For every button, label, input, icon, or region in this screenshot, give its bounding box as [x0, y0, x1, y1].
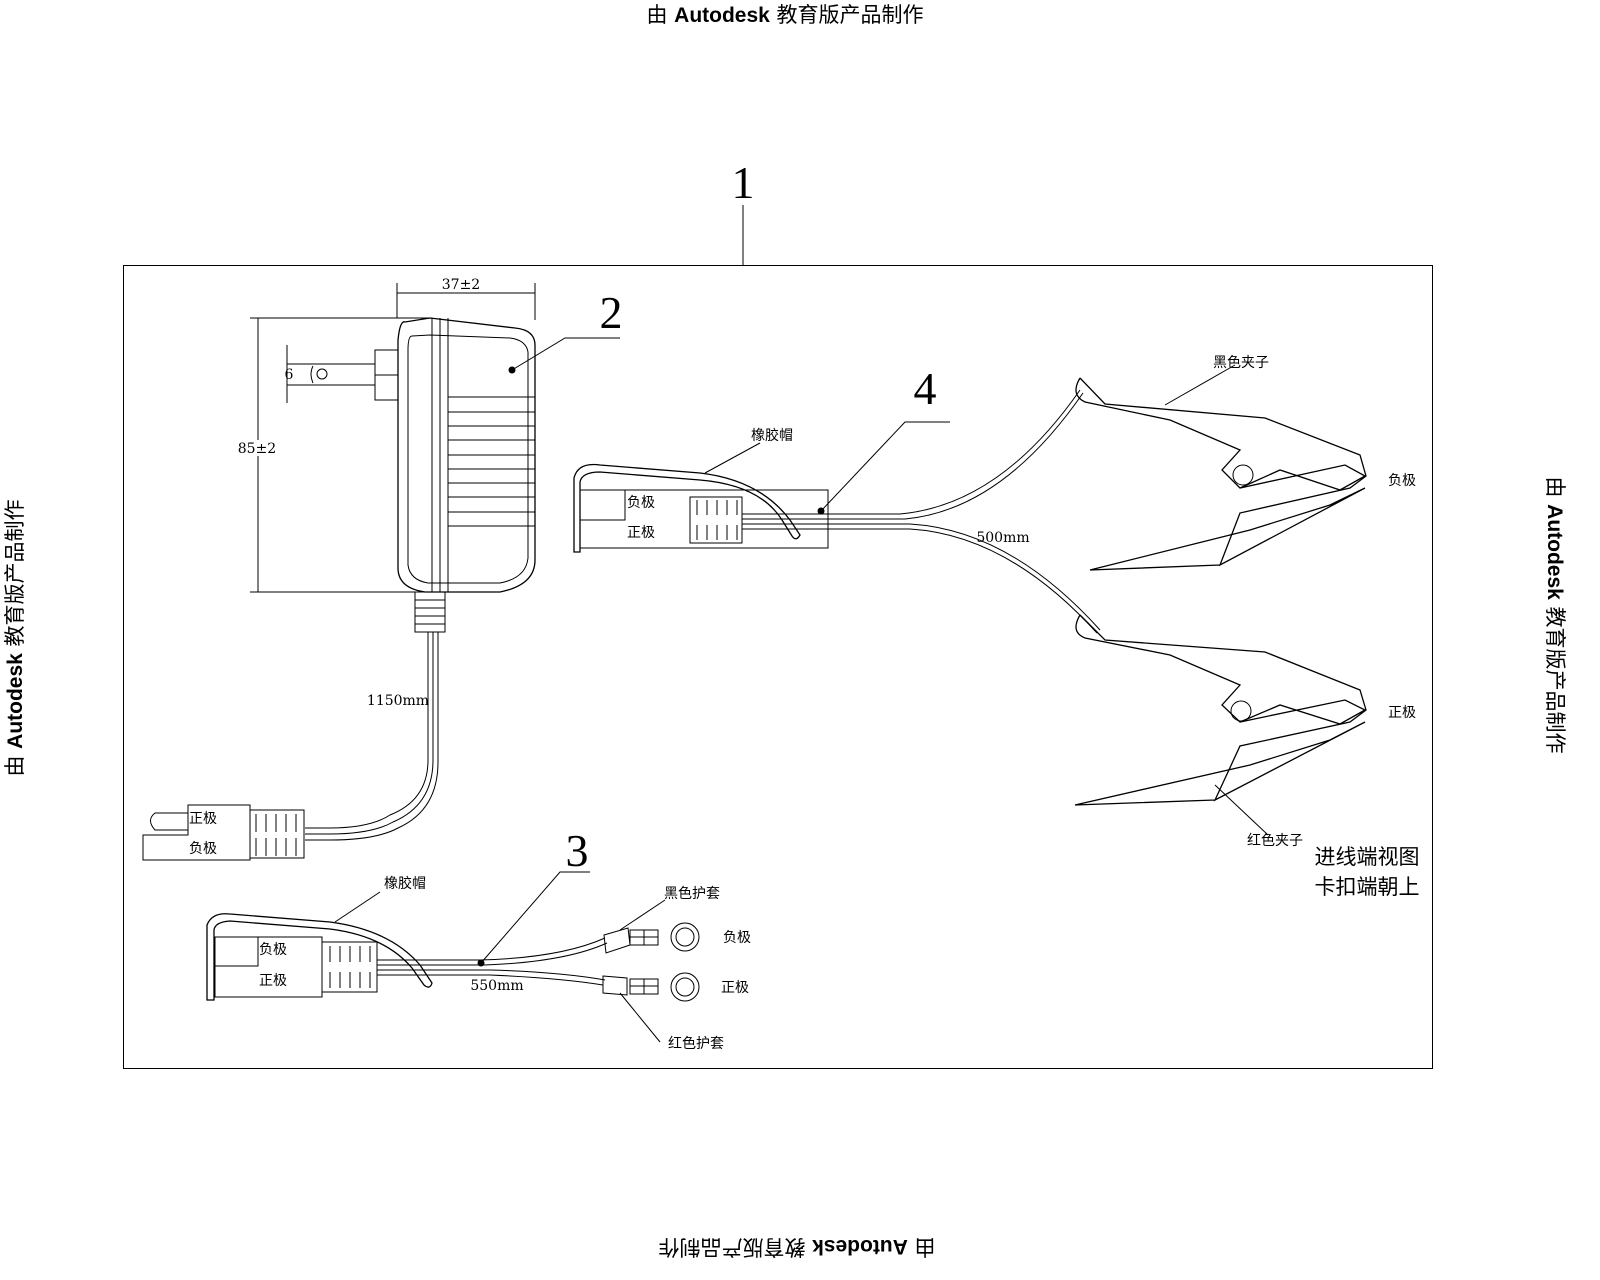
ring-conn-neg-label: 负极 — [259, 942, 287, 958]
red-clip-label: 红色夹子 — [1247, 832, 1303, 849]
callout-1: 1 — [732, 157, 755, 208]
adapter-connector: 正极 负极 — [142, 804, 305, 861]
power-adapter: 37±2 85±2 6 2 1150mm 正极 负极 — [142, 277, 623, 861]
clip-conn-pos-label: 正极 — [627, 525, 655, 541]
callout-3: 3 — [566, 825, 589, 876]
red-sleeve-label: 红色护套 — [668, 1035, 724, 1052]
watermark-top: 由 Autodesk 教育版产品制作 — [646, 3, 923, 27]
callout-4: 4 — [914, 363, 937, 414]
black-clip-label: 黑色夹子 — [1213, 354, 1269, 371]
clip-pos-label: 正极 — [1388, 705, 1416, 721]
ring-conn-pos-label: 正极 — [259, 973, 287, 989]
red-clip — [1074, 614, 1367, 806]
adapter-vent-lines — [448, 396, 535, 527]
note-line-2: 卡扣端朝上 — [1315, 875, 1420, 899]
rubber-cap — [206, 913, 433, 1001]
clip-cap-label: 橡胶帽 — [751, 427, 793, 444]
watermark-left: 由 Autodesk 教育版产品制作 — [3, 499, 27, 776]
adapter-neg-label: 负极 — [189, 841, 217, 857]
black-clip — [1075, 377, 1367, 571]
ring-terminal-cable: 负极 正极 橡胶帽 3 550mm 黑色护套 红色护套 负极 正极 — [206, 825, 751, 1052]
adapter-pos-label: 正极 — [189, 811, 217, 827]
clip-conn-neg-label: 负极 — [627, 495, 655, 511]
ring-cap-label: 橡胶帽 — [384, 875, 426, 892]
plug-prong — [287, 363, 375, 386]
note-line-1: 进线端视图 — [1315, 845, 1420, 869]
ring-pos-label: 正极 — [721, 980, 749, 996]
ring-neg-label: 负极 — [723, 930, 751, 946]
clip-cable-length: 500mm — [976, 530, 1029, 546]
callout-2: 2 — [600, 287, 623, 338]
width-dimension: 37±2 — [442, 277, 480, 293]
black-sleeve-label: 黑色护套 — [664, 885, 720, 902]
watermark-right: 由 Autodesk 教育版产品制作 — [1543, 476, 1567, 753]
height-dimension: 85±2 — [238, 441, 276, 457]
clip-cable: 负极 正极 橡胶帽 4 500mm 黑色夹子 负极 正极 红色夹子 进线端视图 … — [573, 354, 1420, 899]
rubber-cap — [573, 463, 801, 553]
adapter-cable-length: 1150mm — [367, 693, 429, 709]
assembly-frame — [123, 265, 1433, 1069]
watermark-bottom: 由 Autodesk 教育版产品制作 — [658, 1235, 935, 1259]
clip-neg-label: 负极 — [1388, 473, 1416, 489]
ring-cable-length: 550mm — [470, 978, 523, 994]
prong-dimension: 6 — [285, 367, 294, 383]
